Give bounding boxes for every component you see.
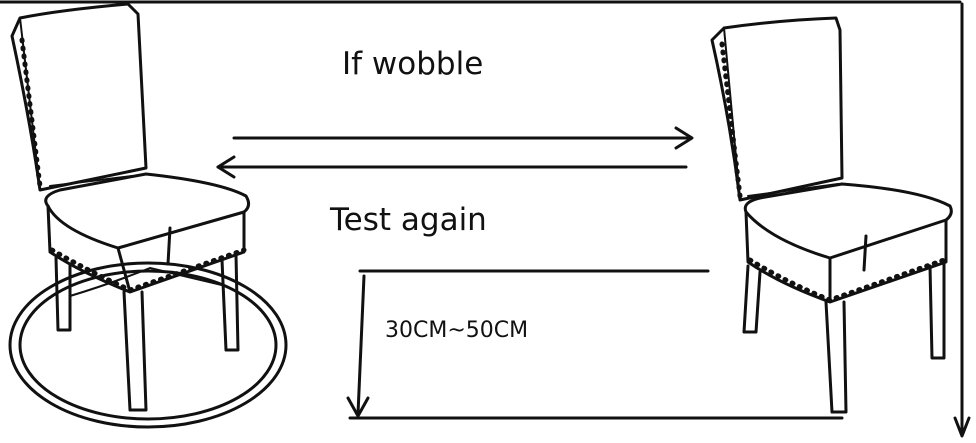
arrow-left-head xyxy=(216,155,236,179)
chair-seat-right xyxy=(743,182,953,260)
drop-arrow-head xyxy=(346,396,370,418)
right-vertical-arrow xyxy=(953,2,971,438)
if-wobble-label: If wobble xyxy=(342,46,484,82)
drop-height-label: 30CM~50CM xyxy=(385,318,529,343)
test-again-label: Test again xyxy=(330,202,487,238)
chair-legs-right xyxy=(742,234,946,414)
chair-icon xyxy=(710,16,953,414)
back-nail-trim xyxy=(19,37,43,189)
arrow-icon xyxy=(216,126,694,179)
back-nail-trim-right xyxy=(719,41,743,199)
floor-mat xyxy=(8,261,288,429)
chair-on-mat-icon xyxy=(8,2,288,429)
seat-nail-trim-right xyxy=(747,257,947,303)
chair-seat xyxy=(44,172,251,250)
drop-arrow-shaft xyxy=(356,274,366,416)
seat-nail-trim xyxy=(49,247,247,293)
chair-legs xyxy=(54,226,240,412)
chair-back xyxy=(10,2,148,192)
drop-height-marker xyxy=(346,269,844,420)
arrow-right-head xyxy=(674,126,694,150)
